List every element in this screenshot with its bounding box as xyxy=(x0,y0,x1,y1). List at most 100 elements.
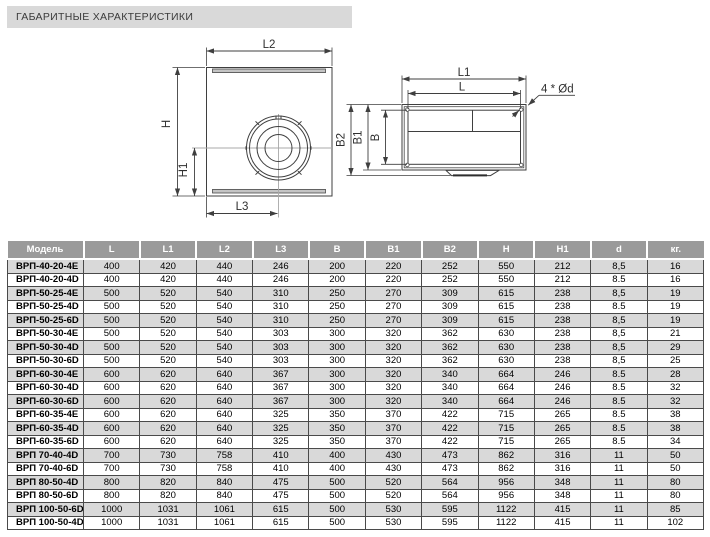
value-cell: 422 xyxy=(421,421,479,436)
column-header-4: L3 xyxy=(252,241,310,260)
corner-bolt-holes xyxy=(405,107,524,168)
value-cell: 367 xyxy=(252,380,310,395)
value-cell: 11 xyxy=(590,488,648,503)
value-cell: 530 xyxy=(364,502,423,517)
value-cell: 540 xyxy=(195,286,254,301)
value-cell: 500 xyxy=(82,286,141,301)
value-cell: 8.5 xyxy=(590,407,648,422)
value-cell: 350 xyxy=(308,421,366,436)
value-cell: 640 xyxy=(195,407,254,422)
dim-l2: L2 xyxy=(206,39,333,66)
model-cell: ВРП-40-20-4Е xyxy=(7,258,84,274)
value-cell: 370 xyxy=(364,434,423,449)
value-cell: 500 xyxy=(308,502,366,517)
value-cell: 270 xyxy=(364,286,423,301)
value-cell: 1122 xyxy=(477,515,535,530)
value-cell: 316 xyxy=(533,448,592,463)
value-cell: 520 xyxy=(139,286,197,301)
dim-label-l2: L2 xyxy=(263,39,276,51)
value-cell: 220 xyxy=(364,258,423,274)
value-cell: 246 xyxy=(533,367,592,382)
value-cell: 620 xyxy=(139,394,197,409)
value-cell: 415 xyxy=(533,502,592,517)
value-cell: 564 xyxy=(421,488,479,503)
front-top-flange xyxy=(212,68,326,73)
value-cell: 540 xyxy=(195,340,254,355)
value-cell: 520 xyxy=(139,326,197,341)
value-cell: 238 xyxy=(533,286,592,301)
model-cell: ВРП 70-40-4D xyxy=(7,448,84,463)
value-cell: 615 xyxy=(477,313,535,328)
value-cell: 340 xyxy=(421,367,479,382)
value-cell: 520 xyxy=(139,340,197,355)
model-cell: ВРП-50-30-4D xyxy=(7,340,84,355)
value-cell: 595 xyxy=(421,515,479,530)
dim-label-h: H xyxy=(161,120,173,128)
value-cell: 11 xyxy=(590,515,648,530)
column-header-9: H1 xyxy=(534,241,592,260)
value-cell: 303 xyxy=(252,326,310,341)
value-cell: 246 xyxy=(252,258,310,274)
value-cell: 400 xyxy=(82,258,141,274)
value-cell: 220 xyxy=(364,272,423,287)
dim-label-l3: L3 xyxy=(236,201,249,213)
value-cell: 500 xyxy=(82,326,141,341)
value-cell: 19 xyxy=(646,299,705,314)
section-title-bar: ГАБАРИТНЫЕ ХАРАКТЕРИСТИКИ xyxy=(7,6,352,28)
value-cell: 840 xyxy=(195,475,254,490)
side-body-outline xyxy=(407,109,521,165)
column-header-11: кг. xyxy=(647,241,704,260)
value-cell: 300 xyxy=(308,326,366,341)
value-cell: 640 xyxy=(195,394,254,409)
value-cell: 8.5 xyxy=(590,380,648,395)
value-cell: 28 xyxy=(646,367,705,382)
value-cell: 238 xyxy=(533,353,592,368)
value-cell: 540 xyxy=(195,326,254,341)
value-cell: 212 xyxy=(533,272,592,287)
value-cell: 620 xyxy=(139,407,197,422)
column-header-2: L1 xyxy=(139,241,198,260)
value-cell: 21 xyxy=(646,326,705,341)
value-cell: 422 xyxy=(421,407,479,422)
value-cell: 758 xyxy=(195,461,254,476)
value-cell: 34 xyxy=(646,434,705,449)
value-cell: 800 xyxy=(82,488,141,503)
value-cell: 252 xyxy=(421,258,479,274)
value-cell: 325 xyxy=(252,407,310,422)
value-cell: 246 xyxy=(533,380,592,395)
value-cell: 340 xyxy=(421,380,479,395)
value-cell: 640 xyxy=(195,367,254,382)
value-cell: 300 xyxy=(308,340,366,355)
value-cell: 540 xyxy=(195,299,254,314)
dim-label-b1: B1 xyxy=(353,130,365,144)
value-cell: 8.5 xyxy=(590,421,648,436)
value-cell: 840 xyxy=(195,488,254,503)
value-cell: 715 xyxy=(477,421,535,436)
value-cell: 348 xyxy=(533,475,592,490)
value-cell: 370 xyxy=(364,421,423,436)
value-cell: 38 xyxy=(646,407,705,422)
value-cell: 32 xyxy=(646,394,705,409)
value-cell: 309 xyxy=(421,313,479,328)
value-cell: 238 xyxy=(533,326,592,341)
value-cell: 715 xyxy=(477,407,535,422)
model-cell: ВРП-50-25-4Е xyxy=(7,286,84,301)
value-cell: 730 xyxy=(139,448,197,463)
dim-l: L xyxy=(407,82,521,109)
value-cell: 265 xyxy=(533,421,592,436)
value-cell: 1000 xyxy=(82,502,141,517)
side-frame-inner-line xyxy=(403,106,525,169)
value-cell: 16 xyxy=(646,272,705,287)
value-cell: 600 xyxy=(82,367,141,382)
value-cell: 520 xyxy=(364,475,423,490)
model-cell: ВРП-50-30-6D xyxy=(7,353,84,368)
